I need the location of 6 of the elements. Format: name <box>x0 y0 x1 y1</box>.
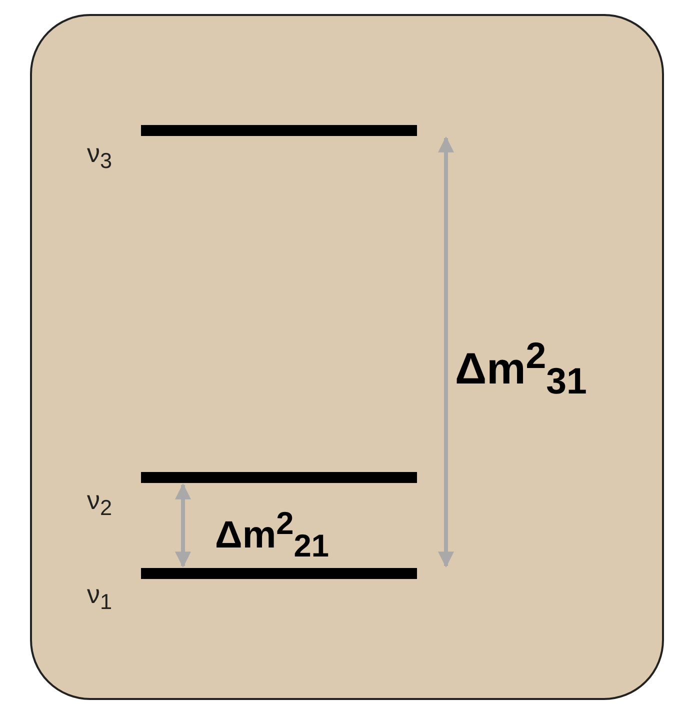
level-label: ν$_{2}$ <box>87 487 112 519</box>
double-arrow <box>175 483 191 568</box>
panel-background <box>30 14 664 700</box>
level-label: ν$_{1}$ <box>87 581 112 613</box>
level-label: ν$_{3}$ <box>87 140 112 172</box>
double-arrow <box>438 136 454 568</box>
